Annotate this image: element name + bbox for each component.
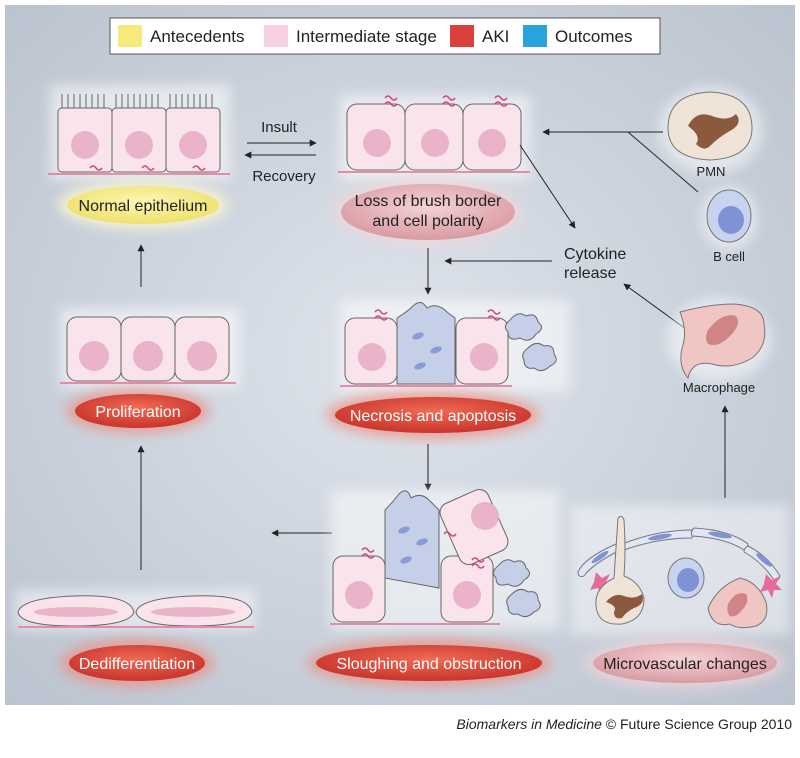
b-cell: B cell bbox=[701, 186, 757, 264]
loss-to-cytokine-arrow bbox=[519, 144, 576, 229]
legend-label-intermediate: Intermediate stage bbox=[296, 27, 437, 46]
stage-microvascular-changes: Microvascular changes bbox=[585, 637, 785, 689]
label-sloughing: Sloughing and obstruction bbox=[336, 656, 521, 673]
legend-swatch-antecedents bbox=[118, 25, 142, 47]
label-microvascular: Microvascular changes bbox=[603, 656, 767, 673]
legend-label-antecedents: Antecedents bbox=[150, 27, 245, 46]
apoptotic-body bbox=[492, 559, 530, 587]
cytokine-release: Cytokine release bbox=[564, 246, 626, 282]
apoptotic-body bbox=[506, 588, 541, 618]
legend-swatch-outcomes bbox=[523, 25, 547, 47]
macrophage-cell: Macrophage bbox=[667, 298, 771, 395]
apoptotic-body bbox=[522, 342, 557, 372]
label-insult: Insult bbox=[261, 119, 298, 136]
stage-proliferation: Proliferation bbox=[66, 389, 210, 433]
label-necrosis: Necrosis and apoptosis bbox=[350, 408, 516, 425]
label-proliferation: Proliferation bbox=[95, 404, 180, 421]
label-cytokine-line1: Cytokine bbox=[564, 246, 626, 263]
credit-line: Biomarkers in Medicine © Future Science … bbox=[420, 716, 792, 732]
insult-recovery-arrows: Insult Recovery bbox=[244, 119, 317, 185]
credit-rest: © Future Science Group 2010 bbox=[601, 716, 792, 732]
stage-necrosis-apoptosis: Necrosis and apoptosis bbox=[326, 391, 540, 439]
label-pmn: PMN bbox=[697, 164, 726, 179]
label-dedifferentiation: Dedifferentiation bbox=[79, 656, 195, 673]
stage-dedifferentiation: Dedifferentiation bbox=[60, 639, 214, 687]
necrosis-cells bbox=[340, 300, 570, 392]
legend: Antecedents Intermediate stage AKI Outco… bbox=[109, 17, 661, 55]
label-cytokine-line2: release bbox=[564, 265, 617, 282]
label-bcell: B cell bbox=[713, 249, 745, 264]
proliferation-cells bbox=[60, 308, 240, 388]
label-loss-line1: Loss of brush border bbox=[355, 193, 502, 210]
legend-label-aki: AKI bbox=[482, 27, 509, 46]
label-normal-epithelium: Normal epithelium bbox=[79, 198, 208, 215]
sloughing-cells bbox=[330, 488, 560, 630]
stage-normal-epithelium: Normal epithelium bbox=[58, 181, 228, 229]
loss-brush-border-cells bbox=[338, 95, 530, 180]
legend-swatch-aki bbox=[450, 25, 474, 47]
normal-epithelium-cells bbox=[48, 85, 230, 180]
legend-swatch-intermediate bbox=[264, 25, 288, 47]
label-macrophage: Macrophage bbox=[683, 380, 755, 395]
credit-journal: Biomarkers in Medicine bbox=[456, 716, 602, 732]
label-loss-line2: and cell polarity bbox=[372, 213, 483, 230]
stage-loss-of-brush-border: Loss of brush border and cell polarity bbox=[333, 178, 523, 246]
stage-sloughing-obstruction: Sloughing and obstruction bbox=[307, 639, 551, 687]
label-recovery: Recovery bbox=[252, 168, 316, 185]
immune-to-loss-arrow bbox=[542, 128, 699, 193]
apoptotic-body bbox=[504, 313, 542, 341]
pmn-cell: PMN bbox=[659, 86, 763, 179]
dedifferentiation-cells bbox=[15, 590, 255, 630]
legend-label-outcomes: Outcomes bbox=[555, 27, 632, 46]
microvascular-cells bbox=[570, 505, 790, 635]
